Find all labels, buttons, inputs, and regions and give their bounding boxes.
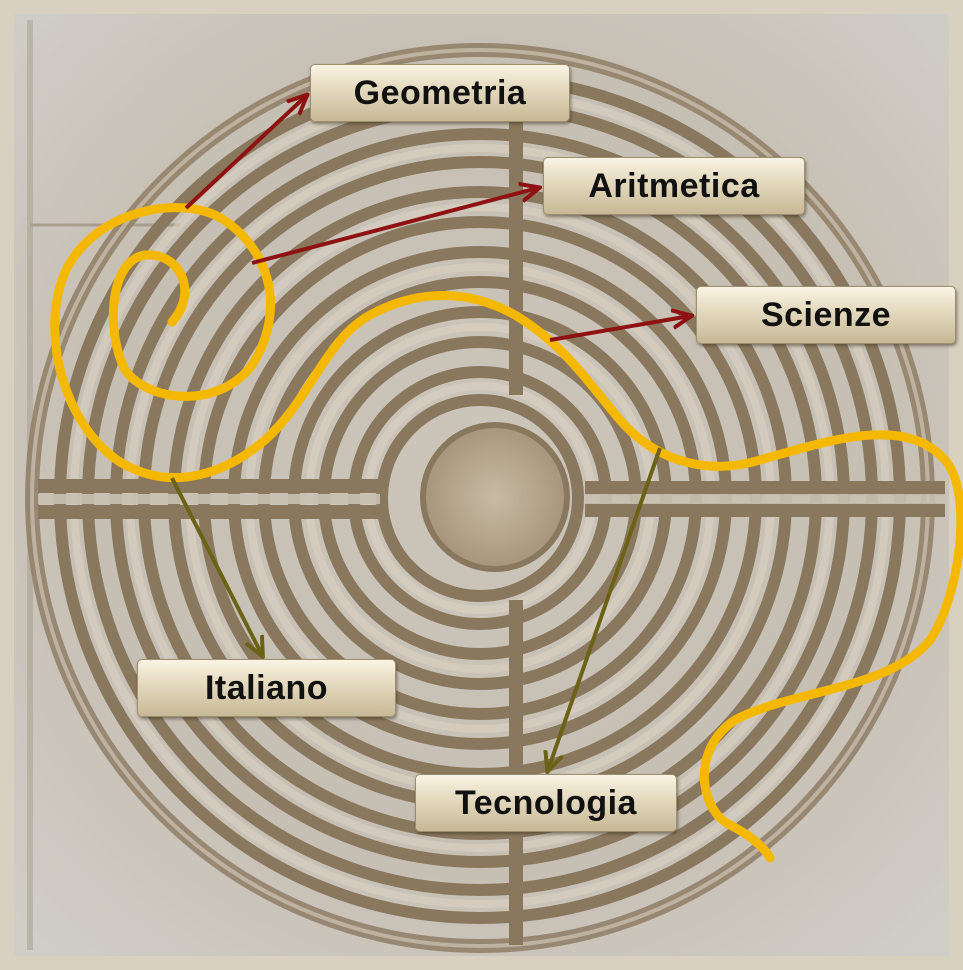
label-italiano: Italiano (137, 659, 396, 717)
label-scienze: Scienze (696, 286, 956, 344)
label-aritmetica: Aritmetica (543, 157, 805, 215)
label-geometria: Geometria (310, 64, 570, 122)
label-tecnologia: Tecnologia (415, 774, 677, 832)
labyrinth-center (423, 425, 567, 569)
